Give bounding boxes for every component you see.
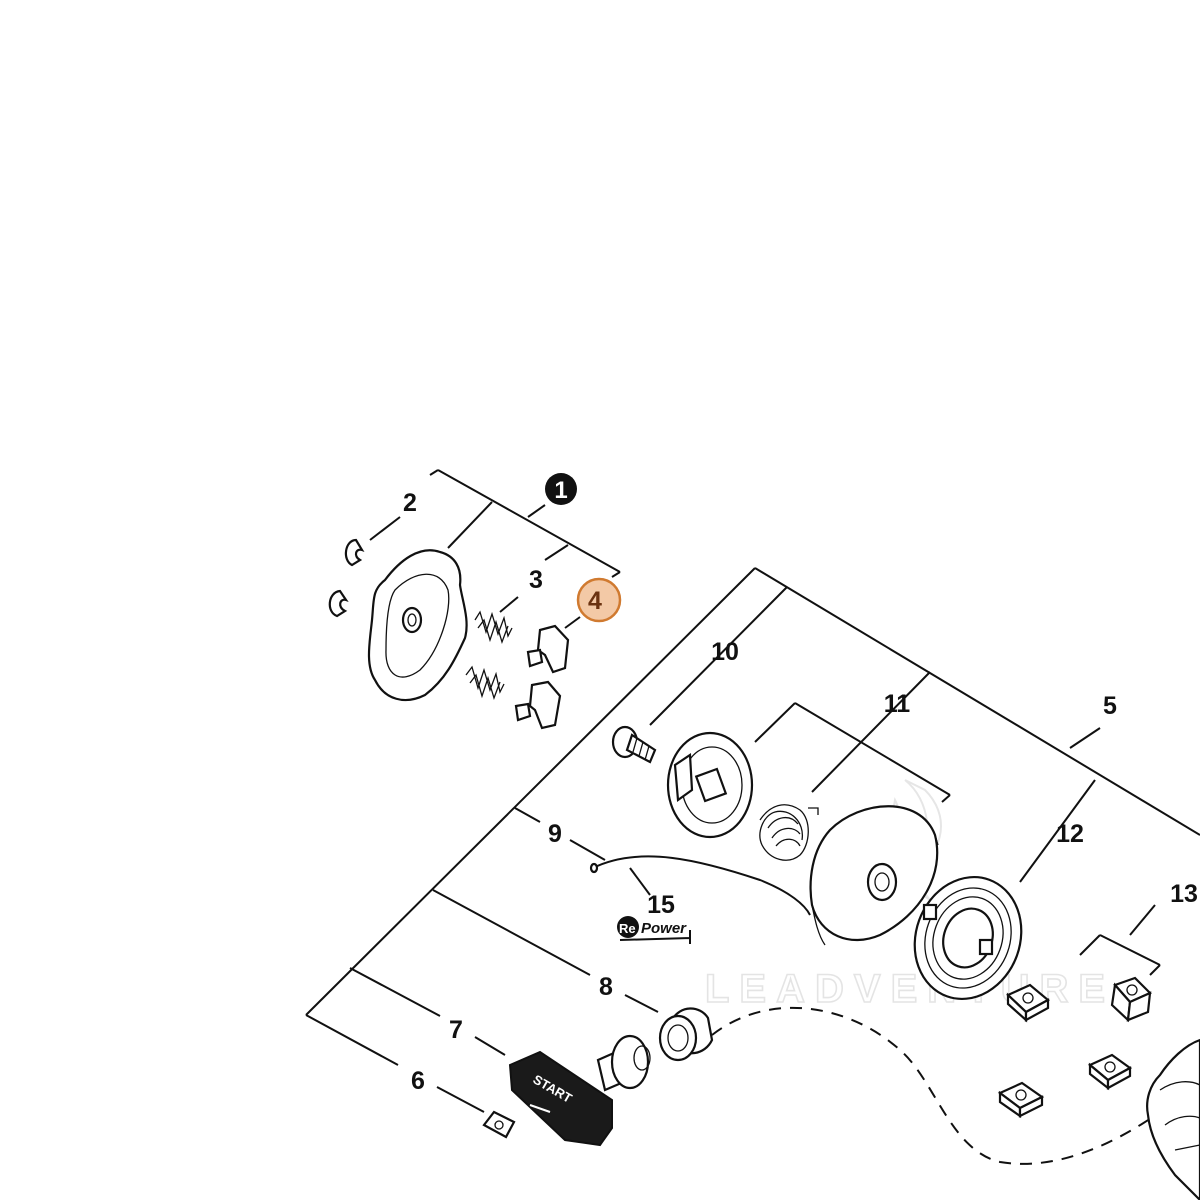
retaining-clip-upper — [344, 538, 365, 567]
pawl-spring-upper — [474, 610, 513, 645]
watermark-text: LEADVENTURE — [705, 967, 1115, 1011]
square-nut-3 — [1087, 1053, 1133, 1091]
repower-tag-prefix: Re — [619, 921, 636, 936]
rewind-washer — [666, 731, 754, 839]
square-nut-1 — [1006, 983, 1050, 1023]
label-part-9: 9 — [548, 820, 562, 848]
label-part-7: 7 — [449, 1016, 463, 1044]
assembly-badge — [545, 473, 577, 505]
label-part-4: 4 — [588, 587, 602, 615]
label-part-5: 5 — [1103, 692, 1117, 720]
fan-housing-fragment — [1146, 1038, 1200, 1200]
retaining-clip-lower — [328, 589, 349, 618]
starter-cord-path — [711, 1006, 1161, 1165]
label-part-13: 13 — [1170, 880, 1198, 908]
screw — [611, 725, 657, 764]
label-part-2: 2 — [403, 489, 417, 517]
spring-housing — [913, 875, 1023, 1001]
part-labels: 1 2 3 4 10 11 5 12 9 13 15 8 7 6 — [403, 473, 1198, 1095]
rope-guide-bushing — [658, 1007, 714, 1062]
repower-tag: Re Power — [617, 916, 691, 944]
label-part-8: 8 — [599, 973, 613, 1001]
label-part-11: 11 — [884, 690, 911, 718]
pawl-upper — [526, 624, 570, 674]
repower-tag-text: Power — [641, 920, 687, 937]
label-part-6: 6 — [411, 1067, 425, 1095]
leader-lines — [305, 469, 1200, 1113]
label-part-4-highlight — [576, 577, 622, 623]
assembly-label: 1 — [554, 477, 567, 504]
pawl-carrier — [367, 549, 468, 702]
rope-rotor — [809, 805, 939, 946]
rewind-spring — [759, 804, 819, 861]
pawl-lower — [514, 680, 562, 730]
starter-grip: START — [508, 1034, 651, 1147]
grip-insert — [482, 1110, 516, 1139]
starter-rope — [592, 855, 811, 916]
label-part-3: 3 — [529, 566, 543, 594]
pawl-spring-lower — [465, 665, 505, 701]
square-nut-2 — [1110, 976, 1152, 1023]
label-part-12: 12 — [1056, 820, 1084, 848]
square-nut-4 — [997, 1081, 1045, 1119]
label-part-10: 10 — [711, 638, 739, 666]
label-part-15: 15 — [647, 891, 675, 919]
